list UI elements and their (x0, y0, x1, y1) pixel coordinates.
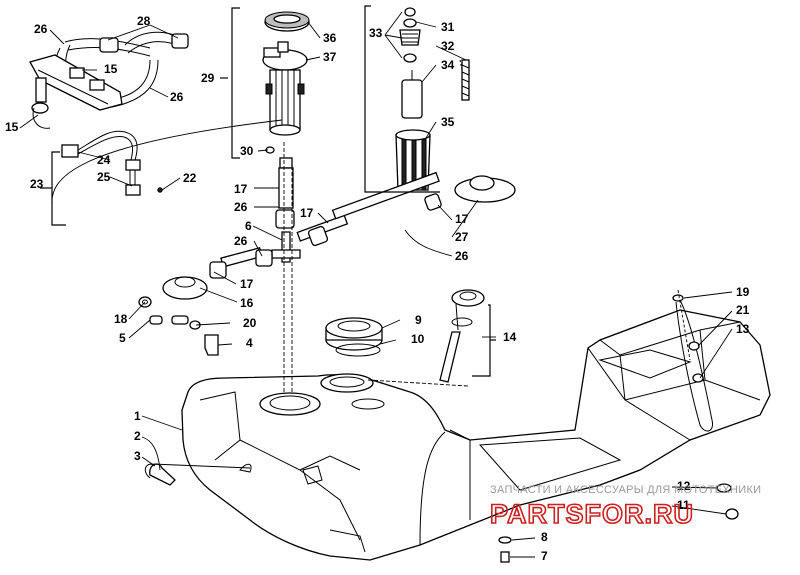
callout-c17d: 17 (240, 277, 254, 291)
callout-c30: 30 (240, 144, 254, 158)
callout-c12: 12 (677, 479, 691, 493)
callout-c17b: 17 (300, 206, 314, 220)
callout-c26e: 26 (455, 249, 469, 263)
fuel-rail-and-hoses (29, 31, 189, 129)
callout-c27: 27 (455, 230, 469, 244)
group-brackets (40, 5, 691, 392)
callout-c20: 20 (243, 316, 257, 330)
callout-c35: 35 (441, 115, 455, 129)
callout-c19: 19 (736, 285, 750, 299)
callout-c34: 34 (441, 58, 455, 72)
fuel-level-sender (439, 289, 485, 383)
filler-cap (325, 317, 383, 357)
callout-c4: 4 (246, 336, 253, 350)
watermark: ЗАПЧАСТИ И АКСЕССУАРЫ ДЛЯ МОТОТЕХНИКИ PA… (489, 484, 761, 530)
callout-c28: 28 (137, 14, 151, 28)
callout-c23: 23 (30, 177, 44, 191)
watermark-brand: PARTSFOR.RU (490, 499, 694, 529)
callout-c29: 29 (201, 71, 215, 85)
callout-c21: 21 (736, 303, 750, 317)
callout-c31: 31 (441, 20, 455, 34)
callout-c10: 10 (411, 332, 425, 346)
small-fittings (138, 296, 219, 356)
callout-c36: 36 (323, 31, 337, 45)
callout-c22: 22 (183, 171, 197, 185)
callout-c11: 11 (677, 498, 690, 512)
callout-c7: 7 (541, 549, 548, 563)
callout-c32: 32 (441, 39, 455, 53)
callout-c17c: 17 (455, 212, 469, 226)
callout-c15a: 15 (104, 62, 118, 76)
callout-c3: 3 (134, 449, 141, 463)
callout-c33: 33 (369, 26, 383, 40)
callout-c13: 13 (736, 322, 750, 336)
callout-c1: 1 (134, 409, 141, 423)
callout-c2: 2 (134, 429, 141, 443)
fuel-tank-body (181, 309, 771, 561)
callout-c26d: 26 (234, 234, 248, 248)
callout-c26a: 26 (34, 22, 48, 36)
fuel-lines-center (162, 157, 516, 300)
callout-c37: 37 (323, 50, 337, 64)
callout-c25: 25 (97, 170, 111, 184)
pump-internals (395, 7, 470, 191)
callout-c26c: 26 (234, 200, 248, 214)
wiring-harness (61, 130, 163, 196)
callout-c24: 24 (97, 153, 111, 167)
callout-c16: 16 (240, 296, 254, 310)
callout-c26b: 26 (170, 90, 184, 104)
callout-c17a: 17 (234, 182, 248, 196)
callout-c18: 18 (114, 312, 128, 326)
fuel-pump-assembly (262, 11, 310, 154)
callout-c9: 9 (415, 313, 422, 327)
callout-c6: 6 (245, 219, 252, 233)
callout-c14: 14 (503, 330, 517, 344)
callout-c5: 5 (119, 331, 126, 345)
callout-c8: 8 (541, 530, 548, 544)
watermark-caption: ЗАПЧАСТИ И АКСЕССУАРЫ ДЛЯ МОТОТЕХНИКИ (490, 484, 761, 496)
leader-lines (19, 11, 733, 558)
callout-c15b: 15 (5, 120, 19, 134)
fasteners (144, 294, 739, 563)
